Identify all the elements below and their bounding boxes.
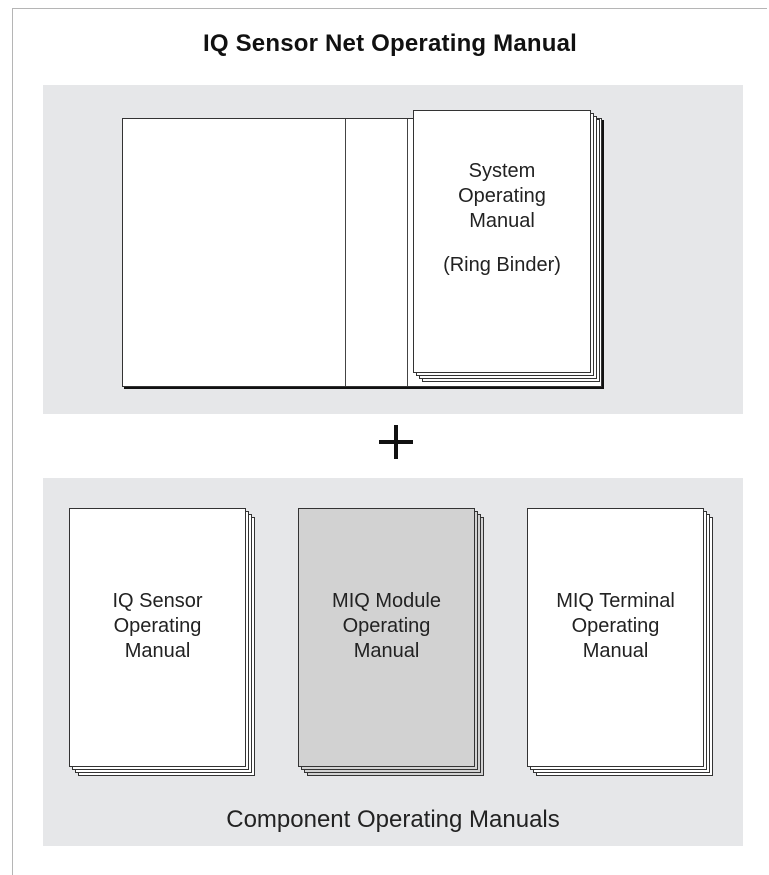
binder-spine-line (345, 119, 346, 386)
manual-label-line: IQ Sensor (112, 590, 203, 612)
manual-label-line: Operating (571, 615, 660, 637)
component-manual-stack: MIQ Module Operating Manual (298, 508, 490, 780)
manual-label-line: Manual (469, 210, 535, 232)
manual-label-line: Manual (353, 640, 420, 662)
manual-label-line: Manual (124, 640, 191, 662)
manual-subtitle: (Ring Binder) (443, 254, 561, 276)
component-manuals-caption: Component Operating Manuals (226, 806, 560, 833)
manual-label-line: Operating (458, 185, 546, 207)
manual-label-line: Manual (582, 640, 649, 662)
component-manual-stack: IQ Sensor Operating Manual (69, 508, 261, 780)
iq-sensor-manual-cover: IQ Sensor Operating Manual (69, 508, 246, 767)
binder-spine-line (407, 119, 408, 386)
system-manual-cover: System Operating Manual (Ring Binder) (413, 110, 591, 373)
miq-module-manual-cover: MIQ Module Operating Manual (298, 508, 475, 767)
plus-icon (379, 425, 413, 459)
component-manual-stack: MIQ Terminal Operating Manual (527, 508, 719, 780)
system-manual-stack: System Operating Manual (Ring Binder) (413, 110, 603, 385)
manual-label-line: Operating (113, 615, 202, 637)
manual-label-line: System (468, 160, 536, 182)
diagram-frame (12, 8, 767, 875)
plus-bar (394, 425, 398, 459)
miq-terminal-manual-cover: MIQ Terminal Operating Manual (527, 508, 704, 767)
manual-label-line: MIQ Terminal (556, 590, 675, 612)
manual-label-line: MIQ Module (332, 590, 441, 612)
manual-label-line: Operating (342, 615, 431, 637)
diagram-title: IQ Sensor Net Operating Manual (202, 30, 578, 57)
